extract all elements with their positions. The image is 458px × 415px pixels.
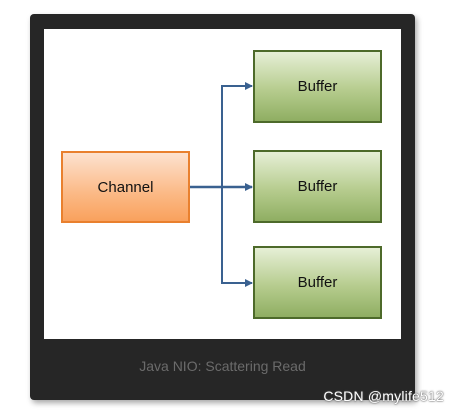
watermark-text: CSDN @mylife512 xyxy=(323,388,444,404)
buffer-box-1: Buffer xyxy=(253,50,382,123)
channel-label: Channel xyxy=(97,178,154,196)
buffer-label-2: Buffer xyxy=(297,178,338,195)
buffer-box-2: Buffer xyxy=(253,150,382,223)
diagram-caption: Java NIO: Scattering Read xyxy=(139,358,306,374)
buffer-label-1: Buffer xyxy=(297,78,338,95)
channel-box: Channel xyxy=(61,151,190,223)
buffer-label-3: Buffer xyxy=(297,274,338,291)
buffer-box-3: Buffer xyxy=(253,246,382,319)
